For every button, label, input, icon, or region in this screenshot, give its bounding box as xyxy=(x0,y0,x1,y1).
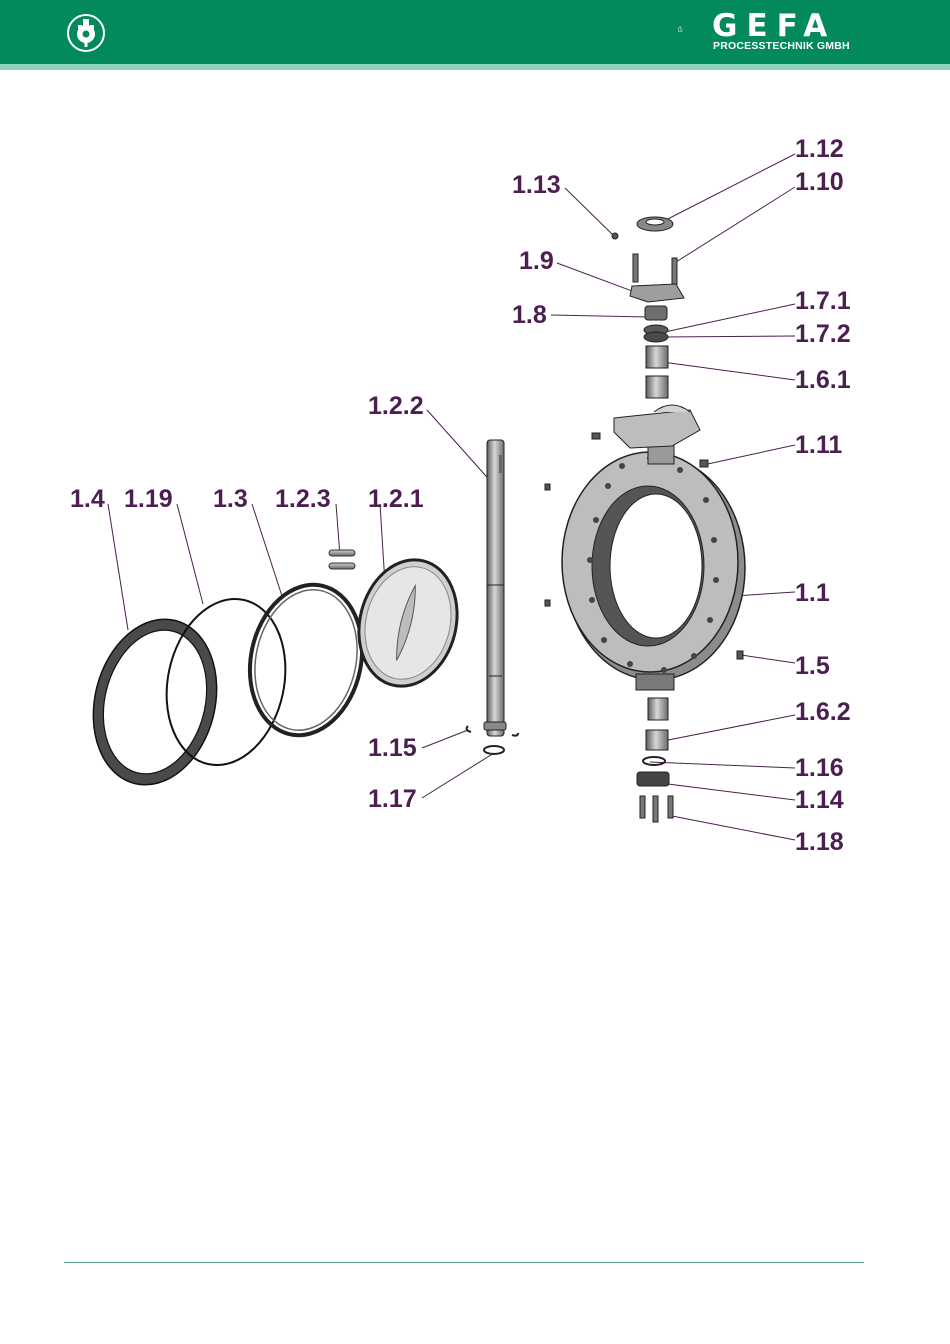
label-1-8: 1.8 xyxy=(512,302,547,328)
label-1-2-1: 1.2.1 xyxy=(368,486,424,512)
gasket-ring-part xyxy=(76,606,233,798)
label-1-1: 1.1 xyxy=(795,580,830,606)
label-1-7-1: 1.7.1 xyxy=(795,288,851,314)
seat-ring-part xyxy=(236,574,375,746)
label-1-3: 1.3 xyxy=(213,486,248,512)
label-1-2-2: 1.2.2 xyxy=(368,393,424,419)
valve-disc-part xyxy=(346,549,470,696)
shaft-part xyxy=(484,440,506,736)
label-1-6-1: 1.6.1 xyxy=(795,367,851,393)
gefa-g-logo-icon xyxy=(678,12,708,48)
brand-subtitle: PROCESSTECHNIK GMBH xyxy=(713,40,850,52)
brand-name: GEFA xyxy=(712,10,836,42)
label-1-15: 1.15 xyxy=(368,735,417,761)
header-accent-line xyxy=(0,64,950,70)
label-1-6-2: 1.6.2 xyxy=(795,699,851,725)
taper-pins-part xyxy=(329,550,355,569)
label-1-13: 1.13 xyxy=(512,172,561,198)
label-1-10: 1.10 xyxy=(795,169,844,195)
label-1-16: 1.16 xyxy=(795,755,844,781)
label-1-19: 1.19 xyxy=(124,486,173,512)
label-1-4: 1.4 xyxy=(70,486,105,512)
label-1-14: 1.14 xyxy=(795,787,844,813)
gear-emblem-icon xyxy=(66,13,106,53)
top-assembly-parts xyxy=(630,217,684,398)
label-1-5: 1.5 xyxy=(795,653,830,679)
bottom-assembly-parts xyxy=(637,698,673,822)
label-1-18: 1.18 xyxy=(795,829,844,855)
label-1-7-2: 1.7.2 xyxy=(795,321,851,347)
label-1-11: 1.11 xyxy=(795,432,842,458)
footer-rule xyxy=(64,1262,864,1263)
label-1-12: 1.12 xyxy=(795,136,844,162)
label-1-2-3: 1.2.3 xyxy=(275,486,331,512)
valve-body-part xyxy=(562,405,745,690)
label-1-9: 1.9 xyxy=(519,248,554,274)
label-1-17: 1.17 xyxy=(368,786,417,812)
circlip-part xyxy=(484,746,504,754)
